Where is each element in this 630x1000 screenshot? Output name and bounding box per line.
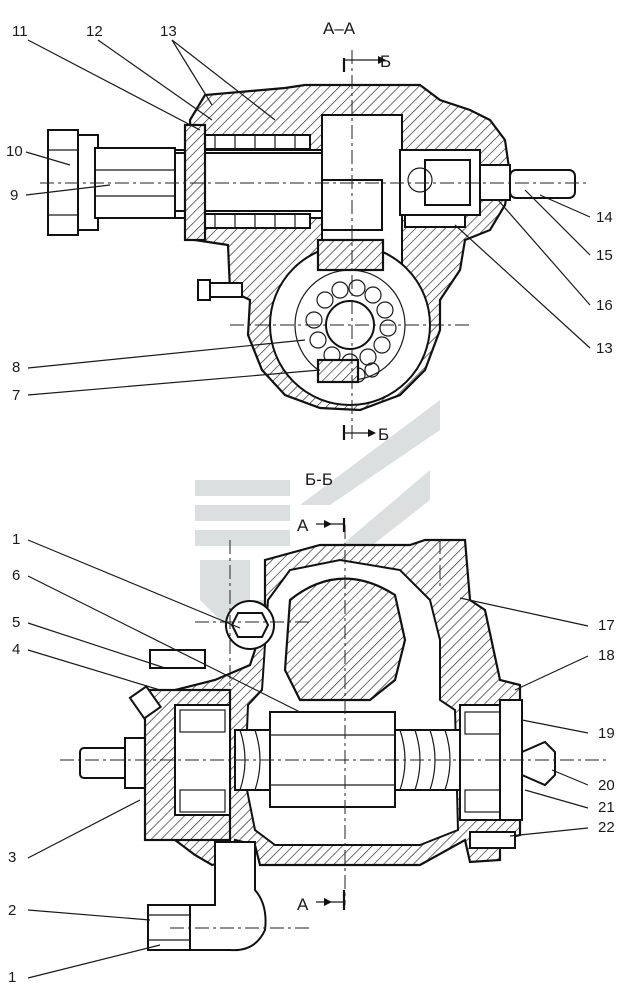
- section-a-a-view: [40, 50, 590, 440]
- section-title-a-a: А–А: [323, 19, 356, 38]
- section-cut-label-b-bottom: Б: [378, 425, 389, 444]
- section-b-b-view: [60, 518, 610, 952]
- callout-22: 22: [598, 819, 615, 836]
- callout-14: 14: [596, 209, 613, 226]
- taper-rollers-left: [179, 709, 226, 813]
- callout-5: 5: [12, 614, 20, 631]
- callout-9: 9: [10, 187, 18, 204]
- bearing-rollers-left: [199, 134, 311, 229]
- callout-1-top: 1: [12, 531, 20, 548]
- callout-2: 2: [8, 902, 16, 919]
- callout-1-bottom: 1: [8, 969, 16, 986]
- callout-13-top: 13: [160, 23, 177, 40]
- callout-18: 18: [598, 647, 615, 664]
- callout-6: 6: [12, 567, 20, 584]
- callout-10: 10: [6, 143, 23, 160]
- callout-21: 21: [598, 799, 615, 816]
- leader-lines: [25, 39, 591, 979]
- callout-7: 7: [12, 387, 20, 404]
- callout-11: 11: [12, 23, 28, 40]
- callout-3: 3: [8, 849, 16, 866]
- callout-8: 8: [12, 359, 20, 376]
- callout-19: 19: [598, 725, 615, 742]
- callout-16: 16: [596, 297, 613, 314]
- section-cut-label-a-top: А: [297, 516, 309, 535]
- callout-17: 17: [598, 617, 615, 634]
- section-cut-label-b-top: Б: [380, 52, 391, 71]
- callout-12: 12: [86, 23, 103, 40]
- section-title-b-b: Б-Б: [305, 470, 333, 489]
- callout-20: 20: [598, 777, 615, 794]
- callout-13-right: 13: [596, 340, 613, 357]
- callout-4: 4: [12, 641, 20, 658]
- callout-15: 15: [596, 247, 613, 264]
- section-cut-label-a-bottom: А: [297, 895, 309, 914]
